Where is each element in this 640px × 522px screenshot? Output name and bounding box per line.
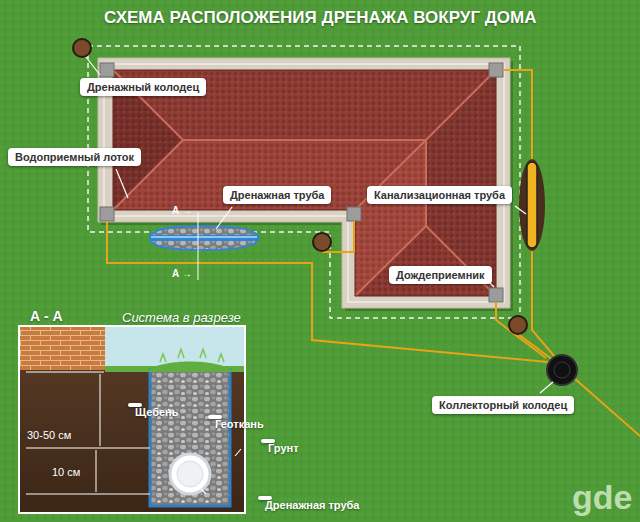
- section-marker: А →: [172, 268, 192, 279]
- callout-label: Коллекторный колодец: [439, 398, 567, 412]
- callout-label: Канализационная труба: [374, 188, 505, 202]
- rain-inlet: [347, 207, 361, 221]
- section-inset: [235, 449, 241, 456]
- section-inset: [19, 326, 245, 513]
- callout-box: Дренажная труба: [258, 496, 272, 500]
- collector-well: [554, 362, 570, 378]
- storm-pipe: [503, 70, 555, 357]
- section-heading: Система в разрезе: [122, 310, 241, 325]
- section-inset: [19, 326, 105, 370]
- leader-line: [490, 283, 494, 287]
- callout-label: Дренажная труба: [265, 498, 359, 512]
- section-inset: [26, 372, 150, 494]
- callout-box: Щебень: [128, 403, 142, 407]
- callout-label: Щебень: [135, 405, 179, 419]
- drainage-well: [509, 316, 527, 334]
- callout-box: Грунт: [261, 439, 275, 443]
- callout-box: Канализационная труба: [367, 186, 512, 204]
- leader-line: [216, 207, 232, 229]
- section-inset: [100, 374, 101, 446]
- collector-well: [547, 355, 577, 385]
- section-inset: [146, 362, 234, 373]
- pavement: [101, 61, 513, 311]
- rain-inlet: [100, 63, 503, 302]
- callout-box: Дренажный колодец: [80, 78, 206, 96]
- sewer-pipe: [527, 162, 537, 248]
- dimension: 10 см: [52, 466, 80, 478]
- section-inset: [26, 372, 104, 373]
- pavement: [104, 64, 504, 302]
- callout-label: Грунт: [268, 441, 299, 455]
- leader-line: [86, 57, 100, 75]
- section-inset: [150, 370, 230, 506]
- dimension: 30-50 см: [27, 429, 71, 441]
- leader-line: [540, 382, 553, 393]
- rain-inlet: [489, 63, 503, 77]
- storm-pipe: [574, 378, 640, 436]
- section-inset: [96, 450, 97, 492]
- drainage-well: [73, 39, 91, 57]
- leader-line: [116, 169, 128, 198]
- drain-pipe-section: [151, 236, 257, 238]
- section-inset: [160, 349, 224, 362]
- drainage-well: [73, 39, 527, 334]
- drain-pipe-section: [198, 212, 199, 280]
- section-inset: [201, 489, 206, 494]
- collector-well: [547, 355, 577, 385]
- rain-inlet: [489, 288, 503, 302]
- callout-box: Водоприемный лоток: [8, 148, 141, 166]
- section-inset: [19, 326, 245, 513]
- drain-pipe-section: [150, 212, 258, 280]
- drainage-well: [313, 233, 331, 251]
- watermark: gde: [572, 478, 632, 517]
- section-marker: А →: [172, 205, 192, 216]
- callout-box: Дренажная труба: [223, 186, 331, 204]
- callout-label: Дренажная труба: [230, 188, 324, 202]
- section-inset: [26, 448, 150, 449]
- section-inset: [26, 494, 150, 495]
- drainage-trench-outline: [88, 46, 520, 318]
- section-inset: [19, 326, 245, 513]
- callout-box: Коллекторный колодец: [432, 396, 574, 414]
- callout-label: Дождеприемник: [396, 268, 485, 282]
- storm-pipe: [518, 334, 553, 360]
- drain-pipe-section: [150, 226, 258, 250]
- sewer-pipe: [519, 159, 545, 251]
- callout-box: Дождеприемник: [389, 266, 492, 284]
- section-inset: [170, 454, 210, 494]
- drain-pipe-section: [151, 235, 257, 241]
- sewer-pipe: [519, 159, 545, 251]
- section-inset: [177, 461, 203, 487]
- rain-inlet: [100, 207, 114, 221]
- callout-label: Водоприемный лоток: [15, 150, 134, 164]
- rain-inlet: [100, 63, 114, 77]
- callout-label: Геоткань: [215, 417, 264, 431]
- callout-box: Геоткань: [208, 415, 222, 419]
- leader-line: [515, 206, 526, 214]
- diagram-title: СХЕМА РАСПОЛОЖЕНИЯ ДРЕНАЖА ВОКРУГ ДОМА: [104, 8, 537, 28]
- callout-label: Дренажный колодец: [87, 80, 199, 94]
- section-heading: А - А: [30, 308, 63, 324]
- section-panel: А - АСистема в разрезеЩебеньГеотканьГрун…: [18, 306, 246, 516]
